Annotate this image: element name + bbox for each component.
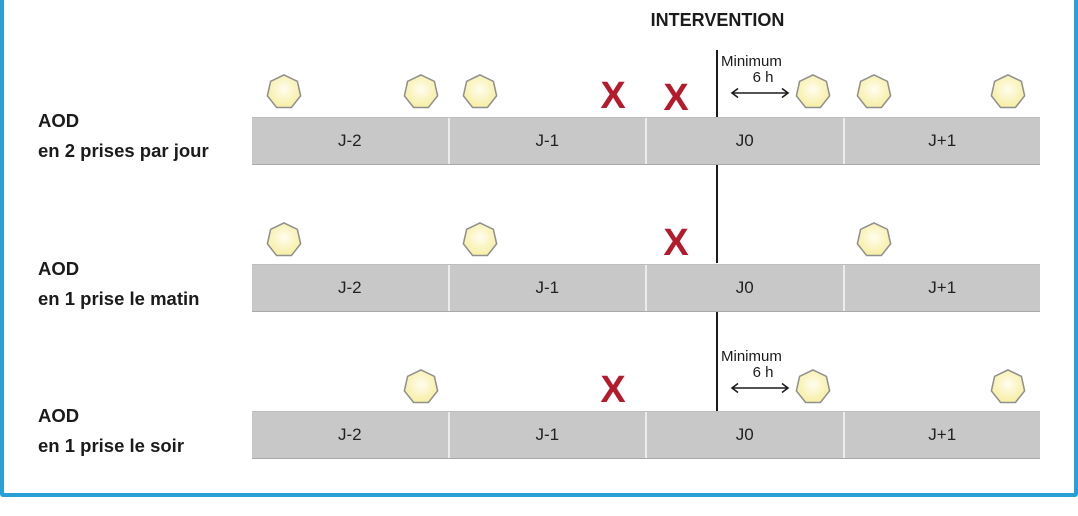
row-label-line1: AOD [38, 110, 80, 131]
row-label-1-prise-matin: AOD en 1 prise le matin [38, 254, 199, 314]
day-cell: J-1 [450, 118, 647, 164]
row-label-2-prises: AOD en 2 prises par jour [38, 106, 209, 166]
row-label-line2: en 1 prise le soir [38, 435, 185, 456]
day-cell: J+1 [928, 131, 957, 150]
minimum-label: Minimum [721, 53, 782, 70]
row-label-1-prise-soir: AOD en 1 prise le soir [38, 401, 184, 461]
timeline-bar-row3: J-2 J-1 J0 J+1 [252, 411, 1040, 459]
dose-icon [989, 368, 1027, 406]
skipped-dose-cross: X [600, 75, 626, 117]
intervention-line [716, 311, 718, 411]
double-arrow-icon [730, 87, 790, 99]
intervention-line [716, 50, 718, 118]
dose-icon [402, 368, 440, 406]
double-arrow-icon [730, 382, 790, 394]
intervention-title: INTERVENTION [650, 10, 785, 30]
dose-icon [265, 221, 303, 259]
day-cell: J+1 [928, 425, 957, 444]
day-cell: J0 [647, 265, 845, 311]
skipped-dose-cross: X [663, 77, 689, 119]
dose-icon [265, 73, 303, 111]
row-label-line2: en 1 prise le matin [38, 288, 200, 309]
dose-icon [461, 221, 499, 259]
day-cell: J0 [647, 118, 845, 164]
dose-icon [855, 221, 893, 259]
day-cell: J-1 [450, 412, 647, 458]
intervention-line [716, 164, 718, 263]
row-label-line1: AOD [38, 258, 80, 279]
dose-icon [855, 73, 893, 111]
minimum-label: Minimum [721, 348, 782, 365]
timeline-bar-row2: J-2 J-1 J0 J+1 [252, 264, 1040, 312]
day-cell: J-2 [252, 265, 450, 311]
day-cell: J-2 [252, 118, 450, 164]
row-label-line2: en 2 prises par jour [38, 140, 209, 161]
row-label-line1: AOD [38, 405, 80, 426]
skipped-dose-cross: X [663, 222, 689, 264]
minimum-delay-annotation: Minimum 6 h [721, 54, 803, 99]
minimum-delay-annotation: Minimum 6 h [721, 349, 803, 394]
skipped-dose-cross: X [600, 369, 626, 411]
day-cell: J+1 [928, 278, 957, 297]
day-cell: J0 [647, 412, 845, 458]
dose-icon [402, 73, 440, 111]
minimum-duration: 6 h [752, 69, 774, 86]
dose-icon [461, 73, 499, 111]
minimum-duration: 6 h [752, 364, 774, 381]
day-cell: J-1 [450, 265, 647, 311]
day-cell: J-2 [252, 412, 450, 458]
dose-icon [989, 73, 1027, 111]
timeline-bar-row1: J-2 J-1 J0 J+1 [252, 117, 1040, 165]
